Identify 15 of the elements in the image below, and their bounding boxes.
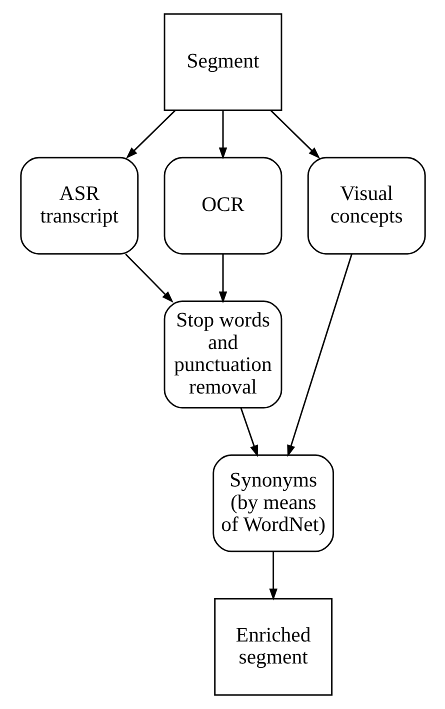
arrow: [124, 254, 173, 303]
arrow: [218, 254, 227, 304]
arrow: [270, 110, 320, 159]
arrow: [268, 552, 277, 601]
node-box: Segment: [163, 13, 282, 111]
arrow: [286, 254, 352, 457]
arrow: [240, 408, 258, 458]
node-box: ASR transcript: [20, 156, 138, 255]
node-box: Synonyms (by means of WordNet): [212, 454, 334, 552]
node-box: OCR: [163, 156, 282, 255]
node-box: Stop words and punctuation removal: [163, 300, 282, 409]
node-box: Visual concepts: [306, 156, 426, 255]
arrow: [125, 110, 176, 159]
arrow: [218, 110, 227, 160]
node-box: Enriched segment: [214, 598, 332, 696]
